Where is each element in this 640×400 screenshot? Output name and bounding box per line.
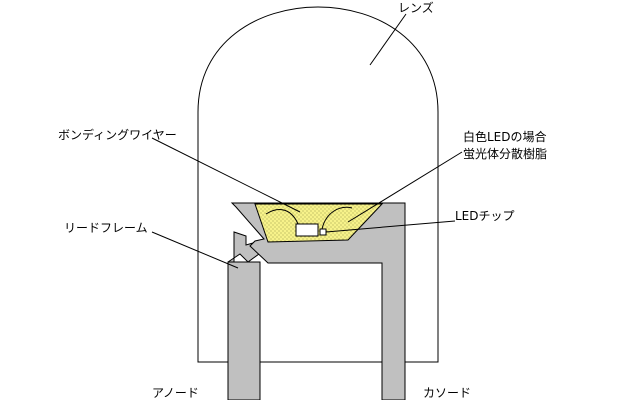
cathode-lead-frame <box>230 202 406 400</box>
leader-led-chip <box>325 220 456 233</box>
label-led-chip: LEDチップ <box>455 209 515 223</box>
phosphor-resin <box>254 203 384 243</box>
bonding-wire-left <box>265 209 299 225</box>
led-chip-contact <box>319 228 327 236</box>
leader-bonding-wire <box>151 137 301 213</box>
lens-outline <box>197 6 439 363</box>
label-phosphor-line1: 白色LEDの場合 <box>463 129 547 144</box>
leader-lens <box>369 13 407 66</box>
label-bonding-wire: ボンディングワイヤー <box>58 127 177 142</box>
bonding-wire-right <box>321 206 353 230</box>
label-phosphor-line2: 蛍光体分散樹脂 <box>463 146 547 161</box>
label-anode: アノード <box>152 386 199 400</box>
label-cathode: カソード <box>423 386 471 400</box>
led-chip <box>295 223 319 237</box>
anode-lead-leg <box>227 261 261 400</box>
leader-lead-frame <box>151 231 239 269</box>
label-lens: レンズ <box>398 0 434 15</box>
leader-phosphor <box>347 151 463 223</box>
label-lead-frame: リードフレーム <box>64 221 148 235</box>
